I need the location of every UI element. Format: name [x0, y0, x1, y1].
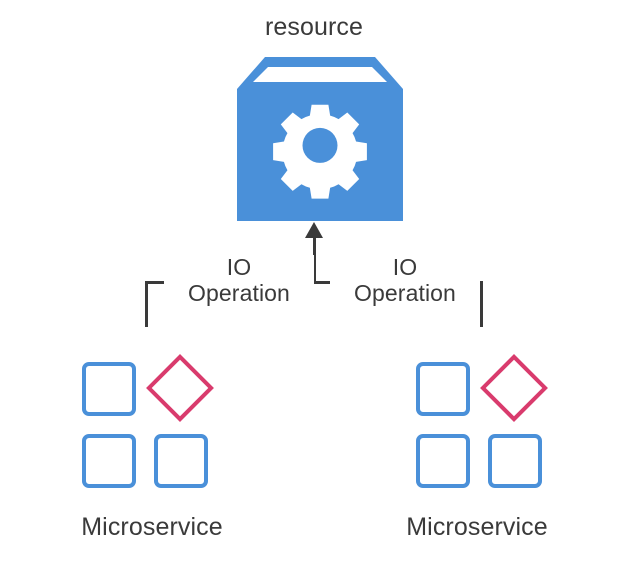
tile-square-bottom-right [154, 434, 208, 488]
tile-square-bottom-left [416, 434, 470, 488]
gear-shape [273, 104, 367, 199]
tile-square-top-left [416, 362, 470, 416]
arrow-head-icon [305, 222, 323, 238]
package-gear-icon[interactable] [237, 55, 403, 221]
microservice-tiles-icon-left[interactable] [82, 354, 214, 492]
edge-label-right: IO Operation [330, 254, 480, 307]
bracket-leg-left [145, 281, 148, 327]
gear-hub-hole [302, 127, 338, 163]
tile-square-bottom-left [82, 434, 136, 488]
package-gear-icon-svg [237, 57, 403, 221]
microservice-label-left: Microservice [81, 513, 223, 541]
microservice-label-right: Microservice [406, 513, 548, 541]
bracket-spine-segment [314, 281, 339, 284]
resource-title: resource [264, 13, 364, 41]
edge-label-left-line2: Operation [188, 279, 290, 306]
edge-label-left: IO Operation [164, 254, 314, 307]
arrow-stem-line [313, 236, 316, 283]
package-lid-band [253, 67, 387, 82]
tile-diamond-top-right [146, 354, 214, 422]
edge-label-right-line2: Operation [354, 279, 456, 306]
bracket-leg-right [480, 281, 483, 327]
tile-square-bottom-right [488, 434, 542, 488]
edge-label-left-line1: IO [226, 254, 252, 280]
edge-label-right-line1: IO [392, 254, 418, 280]
tile-diamond-top-right [480, 354, 548, 422]
microservice-tiles-icon-right[interactable] [416, 354, 548, 492]
tile-square-top-left [82, 362, 136, 416]
